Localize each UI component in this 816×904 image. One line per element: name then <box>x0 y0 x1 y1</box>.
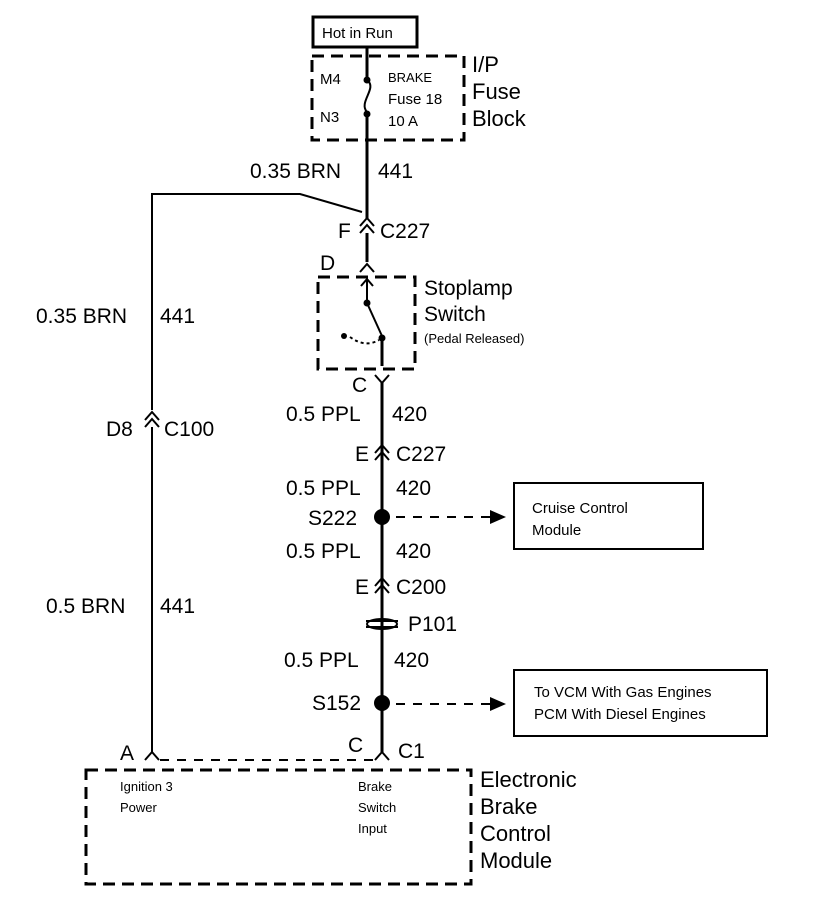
connector-c200-pin: E <box>355 576 369 599</box>
cruise-control-label-1: Cruise Control <box>532 500 628 517</box>
wire-420-2-circuit: 420 <box>396 477 431 500</box>
vcm-pcm-box <box>513 669 768 737</box>
power-source-label: Hot in Run <box>322 25 393 42</box>
connector-c100-name: C100 <box>164 418 214 441</box>
connector-c227-mid-symbol <box>374 443 390 461</box>
switch-open-dot <box>341 333 347 339</box>
switch-pin-c: C <box>352 374 367 397</box>
wire-420-1-gauge: 0.5 PPL <box>286 403 361 426</box>
switch-blade <box>366 302 383 337</box>
connector-c227-top-name: C227 <box>380 220 430 243</box>
connector-c100-pin: D8 <box>106 418 133 441</box>
cruise-control-box <box>513 482 704 550</box>
switch-pin-c-symbol <box>374 374 390 385</box>
wire-441-left-lower-circuit: 441 <box>160 595 195 618</box>
switch-pin-d: D <box>320 252 335 275</box>
fuse-terminal-bottom: N3 <box>320 109 339 126</box>
fuse-label-2: Fuse 18 <box>388 91 442 108</box>
fuse-label-1: BRAKE <box>388 70 432 85</box>
connector-c200-symbol <box>374 576 390 594</box>
cruise-control-label-2: Module <box>532 522 581 539</box>
wire-420-4-circuit: 420 <box>394 649 429 672</box>
fuse-block-name-2: Fuse <box>472 79 521 104</box>
wire-420-4-gauge: 0.5 PPL <box>284 649 359 672</box>
switch-travel-arc <box>349 336 380 345</box>
fuse-block-name-1: I/P <box>472 52 499 77</box>
connector-c227-top-symbol <box>359 216 375 234</box>
fuse-block-name-3: Block <box>472 106 527 131</box>
ebcm-pin-c-label-1: Brake <box>358 779 392 794</box>
wire-420-1-circuit: 420 <box>392 403 427 426</box>
c1-pin-a: A <box>120 742 134 765</box>
splice-s222 <box>374 509 390 525</box>
ebcm-pin-c-label-2: Switch <box>358 800 396 815</box>
connector-c227-mid-name: C227 <box>396 443 446 466</box>
wire-441-top-gauge: 0.35 BRN <box>250 160 341 183</box>
stoplamp-switch-state: (Pedal Released) <box>424 331 524 346</box>
fuse-label-3: 10 A <box>388 113 418 130</box>
splice-s152-label: S152 <box>312 692 361 715</box>
wire-441-top-circuit: 441 <box>378 160 413 183</box>
wire-420-3-gauge: 0.5 PPL <box>286 540 361 563</box>
passthrough-p101-label: P101 <box>408 613 457 636</box>
c1-pin-c: C <box>348 734 363 757</box>
vcm-label-1: To VCM With Gas Engines <box>534 684 712 701</box>
c1-pin-a-symbol <box>144 750 160 761</box>
vcm-label-2: PCM With Diesel Engines <box>534 706 706 723</box>
switch-pin-d-symbol <box>359 262 375 273</box>
passthrough-p101 <box>366 618 398 630</box>
connector-c100-symbol <box>144 410 160 428</box>
fuse-block-box <box>310 54 466 142</box>
ebcm-pin-a-label-2: Power <box>120 800 158 815</box>
ebcm-box <box>84 768 473 886</box>
wire-420-3-circuit: 420 <box>396 540 431 563</box>
fuse-terminal-top: M4 <box>320 71 341 88</box>
connector-c227-top-pin: F <box>338 220 351 243</box>
stoplamp-switch-name-2: Switch <box>424 303 486 326</box>
ebcm-name-3: Control <box>480 821 551 846</box>
stoplamp-switch-box <box>316 275 417 371</box>
fuse-element <box>363 79 372 113</box>
ebcm-pin-a-label-1: Ignition 3 <box>120 779 173 794</box>
splice-s222-label: S222 <box>308 507 357 530</box>
connector-c227-mid-pin: E <box>355 443 369 466</box>
power-source-box <box>311 15 419 49</box>
ebcm-name-1: Electronic <box>480 767 577 792</box>
wire-441-branch <box>151 193 363 410</box>
stoplamp-switch-name-1: Stoplamp <box>424 277 513 300</box>
c1-name: C1 <box>398 740 425 763</box>
splice-s152 <box>374 695 390 711</box>
ebcm-pin-c-label-3: Input <box>358 821 387 836</box>
wire-441-left-lower-gauge: 0.5 BRN <box>46 595 125 618</box>
ebcm-name-2: Brake <box>480 794 537 819</box>
c1-pin-c-symbol <box>374 750 390 761</box>
wire-441-left-upper-circuit: 441 <box>160 305 195 328</box>
s222-arrow-head <box>490 510 506 524</box>
connector-c200-name: C200 <box>396 576 446 599</box>
switch-arrow <box>360 277 374 302</box>
wire-441-left-upper-gauge: 0.35 BRN <box>36 305 127 328</box>
ebcm-name-4: Module <box>480 848 552 873</box>
s152-arrow-head <box>490 697 506 711</box>
wire-420-2-gauge: 0.5 PPL <box>286 477 361 500</box>
